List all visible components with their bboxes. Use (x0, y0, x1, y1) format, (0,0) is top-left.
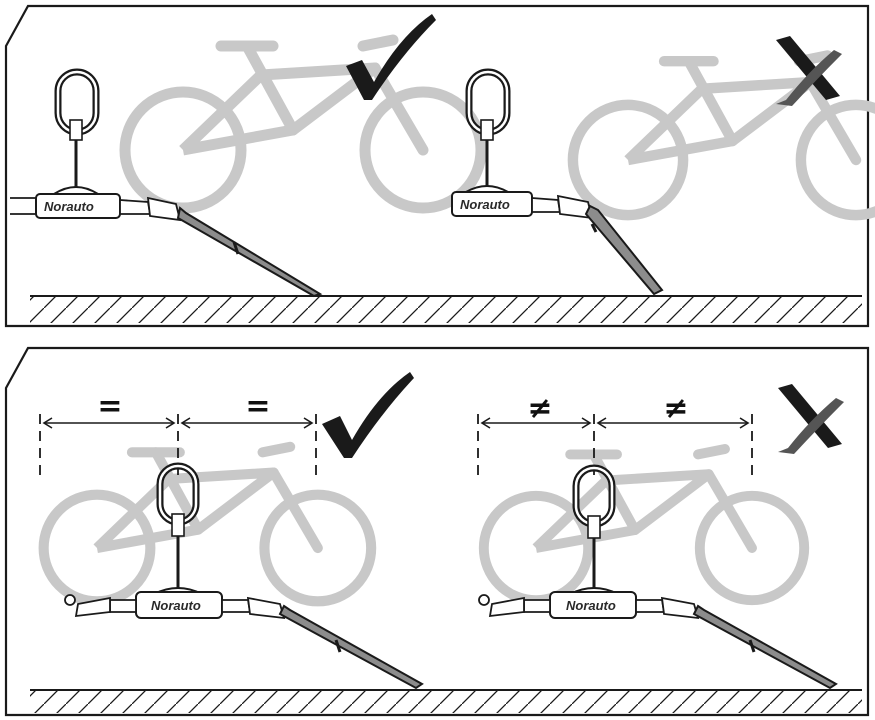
cross-icon (776, 36, 842, 106)
carrier-body: Norauto (451, 191, 533, 217)
checkmark-icon (322, 372, 414, 458)
ground (30, 295, 862, 323)
panel-frame (4, 346, 870, 717)
brand-logo: Norauto (44, 199, 94, 214)
brand-logo: Norauto (151, 598, 201, 613)
support-arm (221, 596, 424, 690)
left-arm (64, 594, 137, 618)
incorrect-example: ≠ ≠ Norauto (477, 384, 844, 690)
right-distance-sign: ≠ (663, 391, 688, 426)
left-distance-sign: ≠ (527, 391, 552, 426)
panel-arm-angle: Norauto (4, 4, 875, 328)
support-arm (531, 194, 664, 296)
correct-example: = = Norauto (40, 372, 424, 690)
incorrect-example: Norauto (451, 36, 875, 296)
carrier-mount (462, 68, 512, 193)
panel-centering: = = Norauto (4, 346, 870, 717)
support-arm (635, 596, 838, 690)
left-distance-sign: = (97, 389, 122, 424)
ground (30, 689, 862, 713)
carrier-body: Norauto (549, 591, 637, 619)
checkmark-icon (346, 14, 436, 100)
brand-logo: Norauto (460, 197, 510, 212)
correct-example: Norauto (10, 14, 481, 298)
brand-logo: Norauto (566, 598, 616, 613)
left-arm (478, 594, 551, 618)
carrier-body: Norauto (135, 591, 223, 619)
cross-icon (778, 384, 844, 454)
carrier-mount (153, 462, 203, 595)
support-arm (119, 196, 323, 298)
panel-frame (4, 4, 870, 328)
right-distance-sign: = (245, 389, 270, 424)
